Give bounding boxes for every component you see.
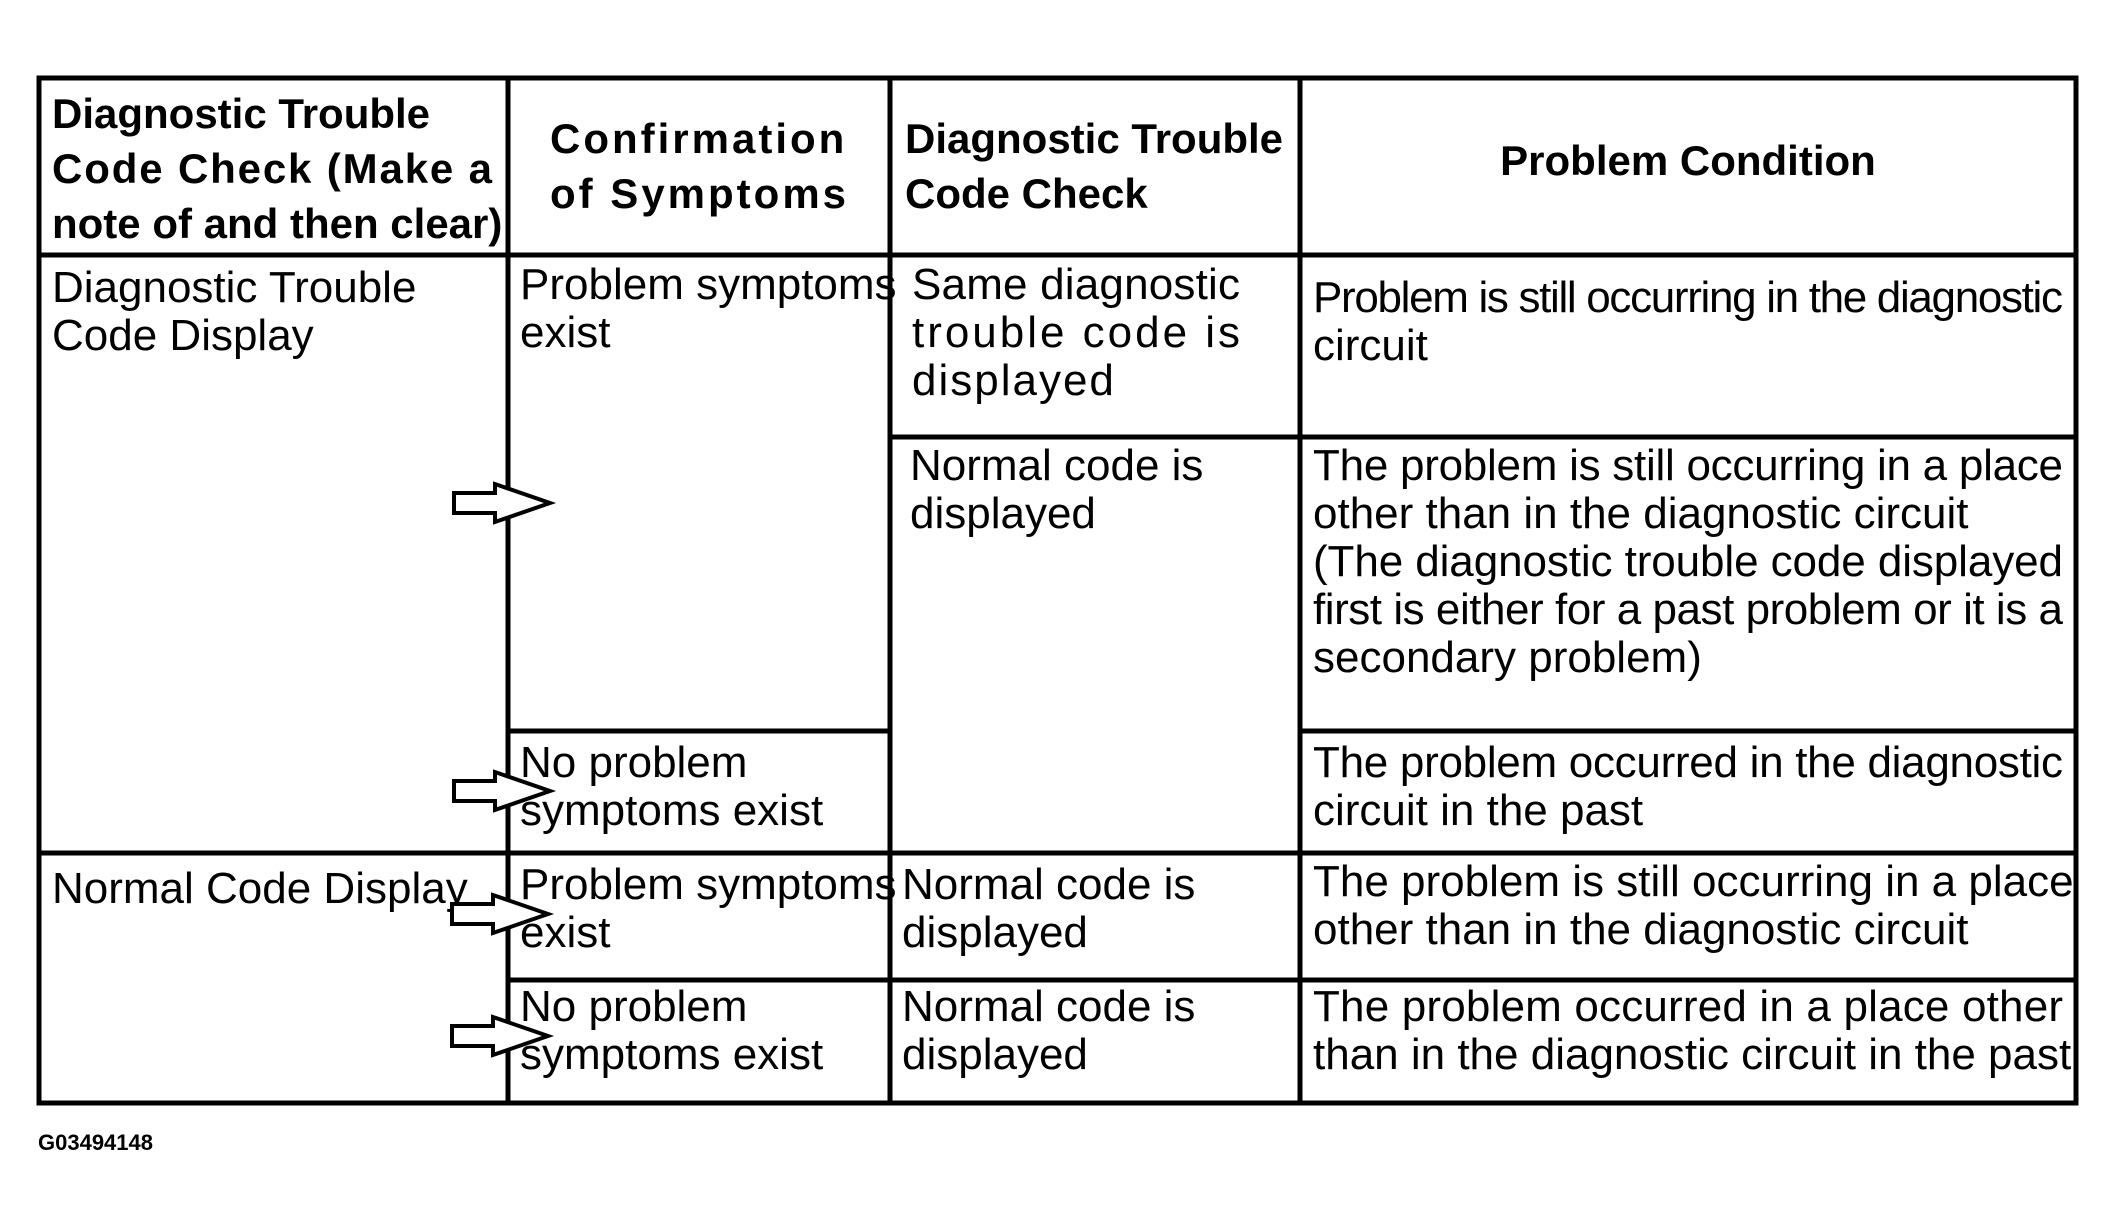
header-dtc-check: Diagnostic Trouble Code Check: [905, 115, 1295, 217]
condition-1: Problem is still occurring in the diagno…: [1313, 273, 2074, 370]
arrows: [450, 481, 557, 1058]
condition-2: The problem is still occurring in a plac…: [1313, 441, 2075, 682]
table-grid: [36, 75, 2079, 1106]
arrow-right-icon: [450, 892, 555, 936]
arrow-right-icon: [450, 1014, 555, 1058]
header-confirmation: Confirmation of Symptoms: [550, 115, 862, 217]
code-normal-2: Normal code is displayed: [902, 860, 1208, 957]
condition-4: The problem is still occurring in a plac…: [1313, 857, 2086, 954]
symptom-exist-2: Problem symptoms exist: [520, 860, 909, 957]
group-normal-display: Normal Code Display: [52, 864, 468, 913]
figure-code: G03494148: [38, 1130, 153, 1155]
table-border: [36, 75, 2079, 1106]
group-dtc-display: Diagnostic Trouble Code Display: [52, 263, 429, 360]
symptom-none-2: No problem symptoms exist: [520, 982, 823, 1079]
code-same-dtc: Same diagnostic trouble code is displaye…: [912, 260, 1257, 405]
arrow-right-icon: [452, 481, 557, 525]
condition-3: The problem occurred in the diagnostic c…: [1313, 738, 2075, 835]
code-normal-1: Normal code is displayed: [910, 441, 1216, 538]
header-dtc-check-clear: Diagnostic Trouble Code Check (Make a no…: [52, 90, 506, 247]
symptom-none-1: No problem symptoms exist: [520, 738, 823, 835]
symptom-exist-1: Problem symptoms exist: [520, 260, 909, 357]
condition-5: The problem occurred in a place other th…: [1313, 982, 2075, 1079]
arrow-right-icon: [452, 769, 557, 813]
header-problem-condition: Problem Condition: [1500, 137, 1876, 184]
header-row: Diagnostic Trouble Code Check (Make a no…: [52, 90, 1876, 247]
code-normal-3: Normal code is displayed: [902, 982, 1208, 1079]
